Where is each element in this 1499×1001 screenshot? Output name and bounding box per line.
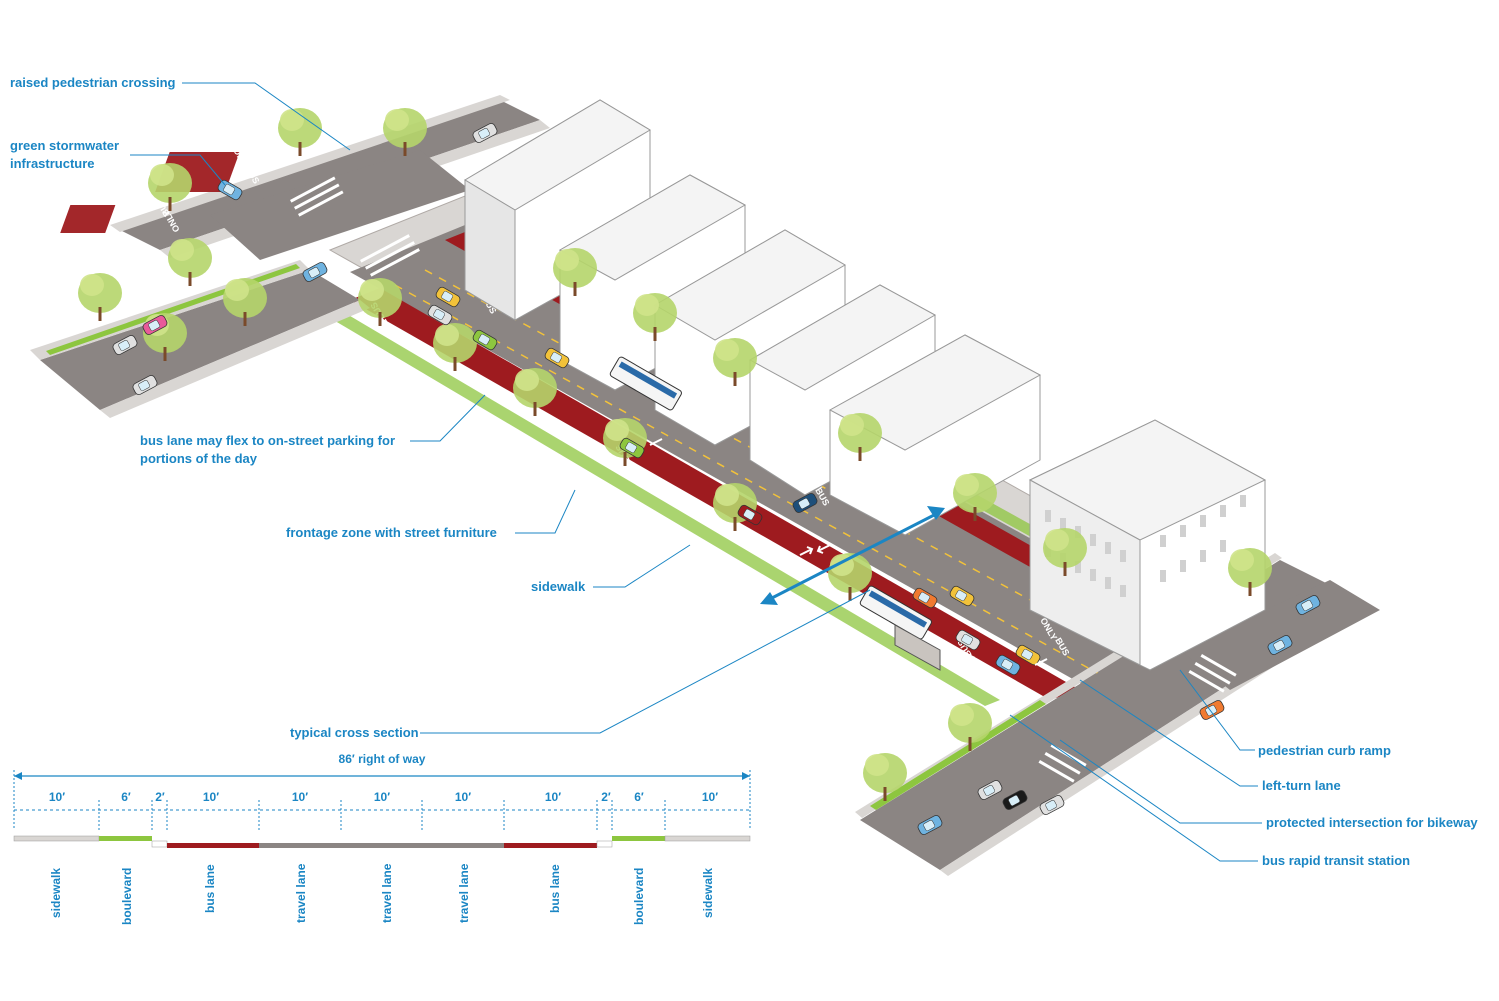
cross-section-arrows bbox=[767, 510, 941, 602]
brt-station-shelter bbox=[894, 624, 941, 671]
zone-travel-lane-1: travel lane bbox=[294, 863, 308, 923]
callout-protected-intersection: protected intersection for bikeway bbox=[1266, 815, 1478, 830]
callout-curb-ramp: pedestrian curb ramp bbox=[1258, 743, 1391, 758]
width-travel-lane-1: 10′ bbox=[291, 790, 309, 804]
zone-travel-lane-2: travel lane bbox=[380, 863, 394, 923]
zone-sidewalk-right: sidewalk bbox=[701, 867, 715, 918]
turn-arrows bbox=[649, 438, 1048, 666]
width-buffer-right: 2′ bbox=[601, 790, 611, 804]
width-sidewalk-right: 10′ bbox=[701, 790, 719, 804]
width-boulevard-right: 6′ bbox=[634, 790, 644, 804]
side-street-left bbox=[40, 270, 360, 410]
leader-lines bbox=[130, 82, 1262, 862]
width-bus-lane-left: 10′ bbox=[202, 790, 220, 804]
width-buffer-left: 2′ bbox=[155, 790, 165, 804]
zone-travel-lane-3: travel lane bbox=[457, 863, 471, 923]
cross-section-ruler bbox=[13, 770, 751, 848]
callout-raised-crossing: raised pedestrian crossing bbox=[10, 75, 176, 90]
callout-brt-station: bus rapid transit station bbox=[1262, 853, 1411, 868]
callout-bus-flex-line2: portions of the day bbox=[140, 451, 257, 466]
side-street-left-edge-2 bbox=[100, 300, 370, 418]
cross-street-right bbox=[1180, 580, 1380, 690]
upper-intersection bbox=[210, 150, 470, 260]
zone-bus-lane-left: bus lane bbox=[203, 864, 217, 913]
callout-sidewalk: sidewalk bbox=[531, 579, 586, 594]
callout-left-turn: left-turn lane bbox=[1262, 778, 1341, 793]
zone-boulevard-right: boulevard bbox=[632, 867, 646, 925]
zone-bus-lane-right: bus lane bbox=[548, 864, 562, 913]
arrow-head-upper-icon bbox=[927, 506, 945, 520]
zone-boulevard-left: boulevard bbox=[120, 867, 134, 925]
width-bus-lane-right: 10′ bbox=[544, 790, 562, 804]
callout-typical-cross-section: typical cross section bbox=[290, 725, 419, 740]
bus-lower bbox=[859, 585, 932, 640]
callout-frontage-zone: frontage zone with street furniture bbox=[286, 525, 497, 540]
width-travel-lane-2: 10′ bbox=[373, 790, 391, 804]
width-sidewalk-left: 10′ bbox=[48, 790, 66, 804]
arrow-head-lower-icon bbox=[760, 592, 778, 605]
bus-upper bbox=[609, 356, 682, 411]
width-travel-lane-3: 10′ bbox=[454, 790, 472, 804]
right-of-way-label: 86′ right of way bbox=[338, 752, 426, 766]
planting-strip-left bbox=[325, 310, 1000, 706]
cross-street-lower-planting bbox=[870, 700, 1046, 810]
width-boulevard-left: 6′ bbox=[121, 790, 131, 804]
callout-bus-flex-line1: bus lane may flex to on-street parking f… bbox=[140, 433, 395, 448]
callout-green-stormwater-line1: green stormwater bbox=[10, 138, 120, 153]
zone-sidewalk-left: sidewalk bbox=[49, 867, 63, 918]
callout-green-stormwater-line2: infrastructure bbox=[10, 156, 95, 171]
